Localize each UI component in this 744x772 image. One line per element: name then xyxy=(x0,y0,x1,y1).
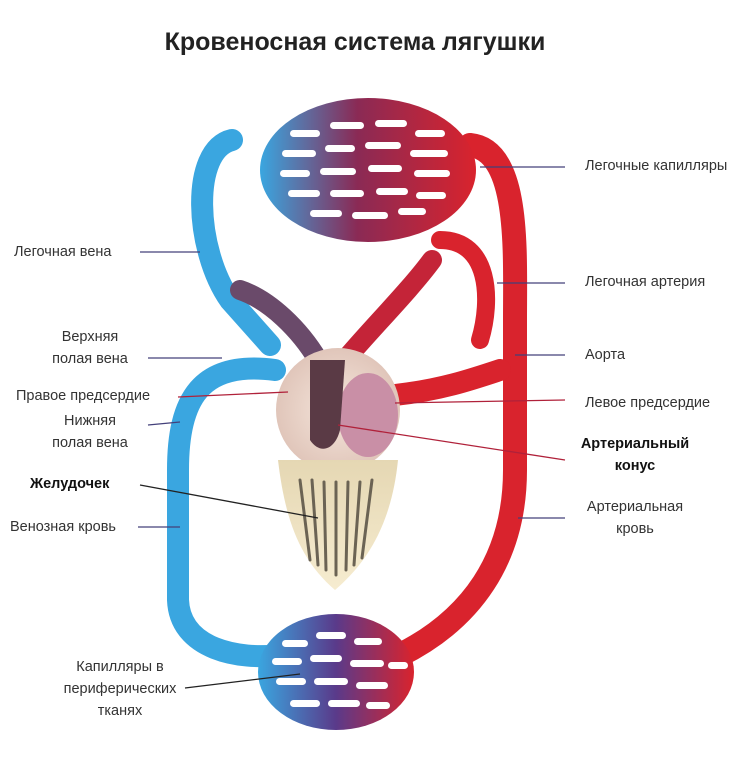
label-superior-vena-cava: Верхняя полая вена xyxy=(40,326,140,370)
ventricle-trabeculae xyxy=(298,478,374,577)
label-inferior-vena-cava: Нижняя полая вена xyxy=(40,410,140,454)
leader-left-atrium xyxy=(394,399,566,404)
label-ventricle: Желудочек xyxy=(30,476,110,492)
label-pulmonary-capillaries: Легочные капилляры xyxy=(585,158,728,174)
peripheral-capillary-pattern xyxy=(272,632,408,709)
peripheral-capillary-bed xyxy=(258,614,414,730)
label-arterial-cone: Артериальный конус xyxy=(565,433,705,477)
label-arterial-cone-line2: конус xyxy=(614,458,656,474)
label-inferior-vena-cava-line1: Нижняя xyxy=(64,413,116,429)
label-peripheral-capillaries-line2: периферических xyxy=(63,681,177,697)
label-inferior-vena-cava-line2: полая вена xyxy=(52,435,128,451)
label-arterial-blood-line1: Артериальная xyxy=(586,499,684,515)
leader-inferior-vena-cava xyxy=(147,421,181,426)
left-atrium-chamber xyxy=(338,373,398,457)
leader-right-atrium xyxy=(177,391,289,398)
label-arterial-blood-line2: кровь xyxy=(616,521,654,537)
label-right-atrium: Правое предсердие xyxy=(16,388,151,404)
pulmonary-capillary-pattern xyxy=(280,120,450,219)
label-arterial-blood: Артериальная кровь xyxy=(570,496,700,540)
ventricle-shape xyxy=(278,460,398,590)
venous-vessel-left xyxy=(191,129,281,356)
diagram-title: Кровеносная система лягушки xyxy=(164,28,546,56)
label-left-atrium: Левое предсердие xyxy=(585,395,711,411)
arterial-vessel-right xyxy=(388,133,528,667)
label-arterial-cone-line1: Артериальный xyxy=(580,436,690,452)
pulmonary-artery-vessel xyxy=(431,231,496,349)
label-superior-vena-cava-line2: полая вена xyxy=(52,351,128,367)
arterial-trunk xyxy=(335,250,442,370)
label-venous-blood: Венозная кровь xyxy=(10,519,116,535)
aorta-vessel xyxy=(384,359,511,406)
leader-lines xyxy=(138,166,566,689)
arterial-cone-shape xyxy=(310,360,345,449)
label-aorta: Аорта xyxy=(585,347,626,363)
label-pulmonary-artery: Легочная артерия xyxy=(585,274,706,290)
leader-ventricle xyxy=(139,484,319,519)
venous-vessel-loop xyxy=(167,357,291,668)
leader-arterial-cone xyxy=(337,424,566,461)
venous-trunk xyxy=(230,280,328,370)
label-pulmonary-vein: Легочная вена xyxy=(14,244,112,260)
label-superior-vena-cava-line1: Верхняя xyxy=(61,329,119,345)
label-peripheral-capillaries-line3: тканях xyxy=(97,703,143,719)
label-peripheral-capillaries: Капилляры в периферических тканях xyxy=(55,656,185,722)
leader-peripheral-capillaries xyxy=(184,673,301,689)
label-peripheral-capillaries-line1: Капилляры в xyxy=(76,659,164,675)
